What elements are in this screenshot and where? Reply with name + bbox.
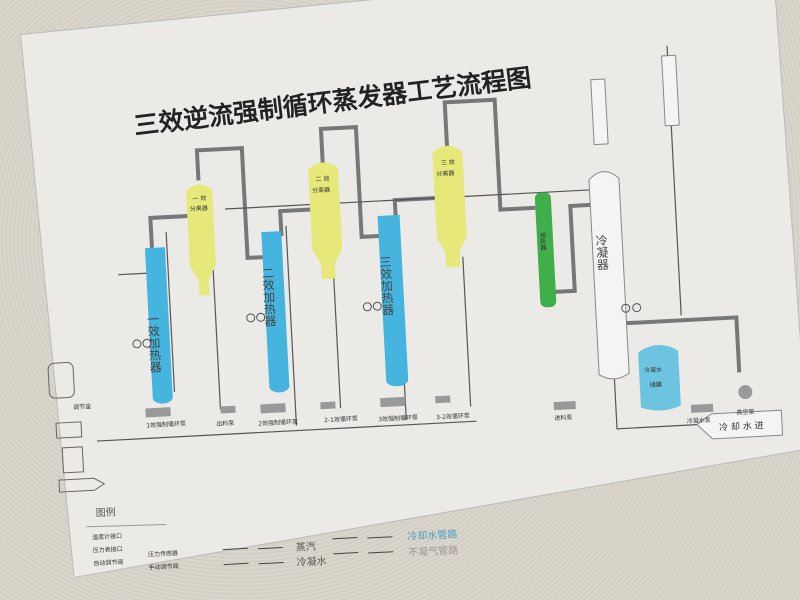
heater-2 xyxy=(261,231,290,387)
legend-line-samples xyxy=(222,536,394,566)
vent-column xyxy=(661,54,680,127)
condensate-pump-label: 冷凝水泵 xyxy=(687,416,711,425)
legend: 图例 温度计接口 压力表接口 自动调节阀 压力传感器 手动调节阀 蒸汽 冷凝水 … xyxy=(86,505,459,572)
feed-pump-label: 进料泵 xyxy=(554,413,572,422)
discharge-pump-label: 出料泵 xyxy=(216,419,234,428)
separator-1: 一 效 分离器 xyxy=(186,184,216,296)
condenser xyxy=(588,171,630,380)
preheater-label: 预热器 xyxy=(538,232,546,252)
pump-3 xyxy=(380,396,406,408)
pump-2-label: 2效强制循环泵 xyxy=(258,418,298,428)
legend-noncondensable: 不凝气管路 xyxy=(408,543,459,559)
condensate-pump xyxy=(690,403,714,413)
outlet-pipe xyxy=(58,477,106,493)
pump-3-2-label: 3-2效循环泵 xyxy=(436,412,470,422)
tank-label-a: 冷凝水 xyxy=(644,365,662,374)
legend-item-pressure-gauge: 压力表接口 xyxy=(92,545,122,555)
heater-1 xyxy=(144,247,173,399)
regulating-kettle: 调节釜 xyxy=(47,362,91,411)
heater-3-label: 三效加热器 xyxy=(378,255,395,316)
vacuum-pump xyxy=(738,385,753,400)
heater-1-label: 一效加热器 xyxy=(145,313,162,374)
pump-2-1 xyxy=(320,401,336,410)
heater-2-label: 二效加热器 xyxy=(260,267,277,328)
pump-3-label: 3效强制循环泵 xyxy=(378,413,418,423)
tank-label-b: 储罐 xyxy=(650,380,662,389)
discharge-pump xyxy=(220,405,236,414)
vacuum-pump-label: 真空泵 xyxy=(736,408,754,417)
legend-item-manual-valve: 手动调节阀 xyxy=(148,562,178,572)
legend-item-auto-valve: 自动调节阀 xyxy=(93,558,123,568)
kettle-label: 调节釜 xyxy=(73,402,91,411)
legend-steam: 蒸汽 xyxy=(295,540,316,554)
pump-2-1-label: 2-1效循环泵 xyxy=(324,414,358,424)
separator-1-label-a: 一 效 xyxy=(192,194,206,203)
separator-2-label-b: 分离器 xyxy=(312,186,330,195)
pump-3-2 xyxy=(435,395,451,404)
feed-pump xyxy=(553,400,576,411)
legend-condensate: 冷凝水 xyxy=(296,554,327,569)
pressure-temp-gauges xyxy=(132,301,642,349)
separator-3: 三 效 分离器 xyxy=(432,145,467,268)
legend-cooling-water: 冷却水管路 xyxy=(407,527,458,543)
separator-3-label-b: 分离器 xyxy=(436,169,454,178)
cooling-inlet-label: 冷 却 水 进 xyxy=(719,419,764,433)
separator-2: 二 效 分离器 xyxy=(308,162,343,280)
cooling-water-inlet: 冷 却 水 进 xyxy=(696,409,784,440)
filter-unit xyxy=(55,421,83,439)
separator-1-label-b: 分离器 xyxy=(190,204,208,213)
storage-unit xyxy=(61,446,85,474)
legend-item-thermometer: 温度计接口 xyxy=(92,532,122,542)
separator-3-label-a: 三 效 xyxy=(441,158,455,167)
legend-item-pressure-sensor: 压力传感器 xyxy=(148,549,178,559)
preheater xyxy=(534,192,557,308)
condenser-vent xyxy=(590,78,609,146)
pump-1 xyxy=(145,407,171,418)
pump-1-label: 1效强制循环泵 xyxy=(146,419,186,429)
condenser-label: 冷凝器 xyxy=(594,234,610,272)
legend-title: 图例 xyxy=(95,505,116,519)
pump-2 xyxy=(260,403,286,414)
condensate-tank: 冷凝水 储罐 xyxy=(638,345,681,411)
separator-2-label-a: 二 效 xyxy=(315,175,329,184)
heater-3 xyxy=(377,214,409,381)
